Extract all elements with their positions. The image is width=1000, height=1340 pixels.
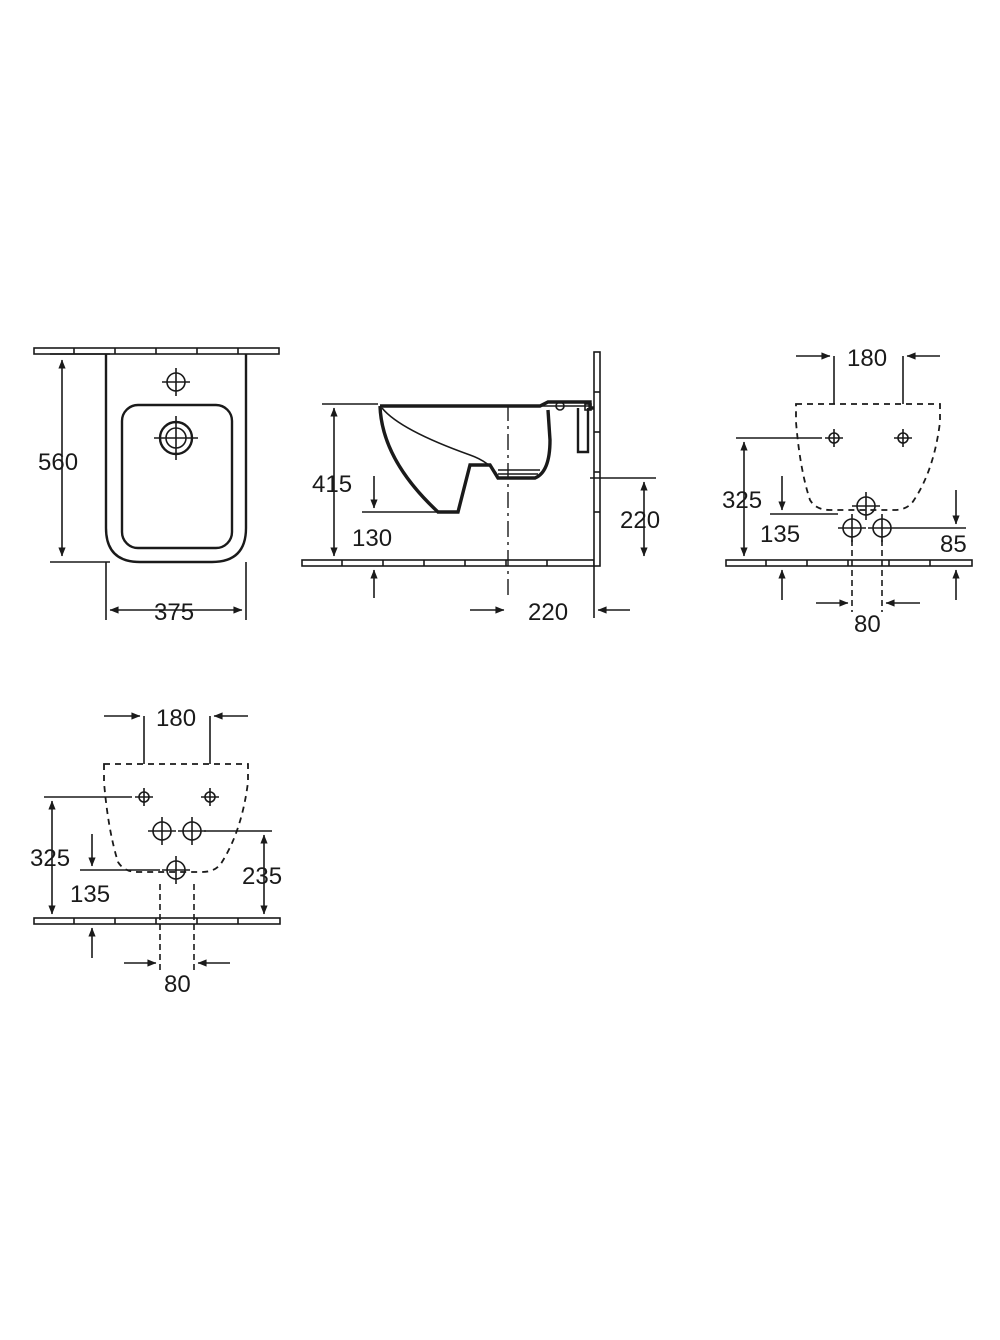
wall-a-bolt-right-icon bbox=[893, 428, 913, 448]
tap-hole-icon bbox=[161, 367, 191, 397]
wall-view-a-outline bbox=[795, 403, 941, 511]
wall-b-pipe-spacing-label: 80 bbox=[164, 971, 191, 998]
wall-view-a-floor bbox=[725, 559, 973, 567]
wall-a-drain-icon bbox=[851, 491, 881, 521]
wall-a-inlet-right-icon bbox=[867, 513, 897, 543]
wall-view-b-outline bbox=[103, 763, 249, 873]
side-view-bidet-profile bbox=[378, 400, 594, 514]
wall-b-inlet-left-icon bbox=[147, 816, 177, 846]
top-view-height-label: 560 bbox=[38, 449, 78, 476]
wall-a-bolt-left-icon bbox=[824, 428, 844, 448]
wall-b-drain-height-label: 235 bbox=[242, 863, 282, 890]
side-view-wall bbox=[593, 351, 601, 567]
drain-hole-icon bbox=[152, 414, 200, 462]
top-view: 560 375 bbox=[33, 347, 280, 626]
side-view-floor bbox=[301, 559, 595, 567]
wall-b-bolt-spacing-label: 180 bbox=[156, 705, 196, 732]
side-view-wall-depth-label: 220 bbox=[528, 599, 568, 626]
wall-b-drain-icon bbox=[161, 855, 191, 885]
top-view-width-label: 375 bbox=[154, 599, 194, 626]
side-view: 415 130 220 220 bbox=[301, 351, 660, 626]
wall-a-inlet-left-icon bbox=[837, 513, 867, 543]
wall-a-inlet-height-label: 135 bbox=[760, 521, 800, 548]
wall-b-inlet-height-label: 135 bbox=[70, 881, 110, 908]
wall-a-bolt-spacing-label: 180 bbox=[847, 345, 887, 372]
side-view-bracket-height-label: 220 bbox=[620, 507, 660, 534]
wall-b-inlet-right-icon bbox=[177, 816, 207, 846]
wall-view-b-floor bbox=[33, 917, 281, 925]
wall-b-bolt-left-icon bbox=[134, 787, 154, 807]
wall-a-pipe-spacing-label: 80 bbox=[854, 611, 881, 638]
top-view-basin bbox=[120, 403, 234, 550]
wall-b-bolt-right-icon bbox=[200, 787, 220, 807]
wall-view-a: 180 325 135 85 80 bbox=[722, 345, 973, 638]
side-view-rim-height-label: 415 bbox=[312, 471, 352, 498]
wall-a-bolt-height-label: 325 bbox=[722, 487, 762, 514]
wall-a-drain-height-label: 85 bbox=[940, 531, 967, 558]
wall-b-bolt-height-label: 325 bbox=[30, 845, 70, 872]
top-view-outline bbox=[104, 354, 248, 564]
side-view-outlet-height-label: 130 bbox=[352, 525, 392, 552]
wall-view-b: 180 325 135 235 80 bbox=[30, 705, 282, 998]
top-view-wall bbox=[33, 347, 280, 355]
